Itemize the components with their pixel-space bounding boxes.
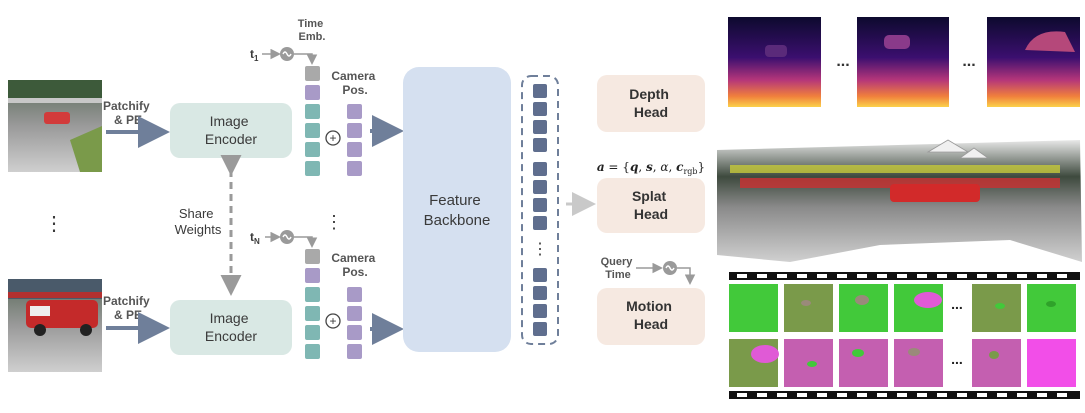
motion-film-strip: ... ... [729,272,1080,399]
motion-head [597,288,705,345]
depth-dots-2: ... [962,53,975,70]
plus-icon-bottom: + [325,313,341,329]
patchify-bottom-line1: Patchify [103,294,150,308]
share-weights-label: Share Weights [175,206,222,237]
camera-pos-label-bottom: Camera Pos. [331,251,378,279]
image-encoder-bottom [170,300,292,355]
splat-formula: a = {q, s, α, crgb} [597,160,705,176]
depth-head-label: Depth Head [629,86,673,120]
time-to-token-arrow-top [294,53,318,65]
output-token-vdots: ⋮ [532,241,548,258]
feature-backbone-label: Feature Backbone [424,192,491,229]
motion-head-label: Motion Head [626,298,676,332]
time-emb-icon-bottom [280,230,294,244]
svg-text:+: + [329,131,336,145]
depth-map-1 [728,17,821,107]
splat-head [597,178,705,233]
splat-head-label: Splat Head [632,188,670,222]
depth-dots-1: ... [836,53,849,70]
patchify-label-top: Patchify & PE [103,99,153,127]
output-token-column [533,84,547,336]
input-image-n [8,279,102,372]
patchify-top-line2: & PE [114,113,142,127]
output-token-group [521,75,559,345]
time-to-token-arrow-bottom [294,236,318,248]
query-time-icon [663,261,677,275]
svg-text:...: ... [951,351,963,367]
patchify-bottom-line2: & PE [114,308,142,322]
depth-map-2 [857,17,949,107]
svg-text:+: + [329,314,336,328]
query-to-head-arrow [677,267,696,285]
image-encoder-bottom-label: Image Encoder [205,310,257,344]
feature-backbone [403,67,511,352]
time-vdots: ⋮ [325,212,343,232]
splat-scene [717,139,1082,262]
camera-column-bottom [347,287,362,359]
t1-label: t1 [250,47,259,63]
time-emb-icon-top [280,47,294,61]
depth-head [597,75,705,132]
query-time-label: Query Time [601,256,636,281]
patchify-top-line1: Patchify [103,99,150,113]
svg-text:...: ... [951,296,963,312]
depth-map-3 [987,17,1080,107]
image-encoder-top-label: Image Encoder [205,113,257,147]
input-image-1 [8,80,102,172]
camera-column-top [347,104,362,176]
token-column-bottom [305,249,320,359]
patchify-label-bottom: Patchify & PE [103,294,153,322]
image-encoder-top [170,103,292,158]
token-column-top [305,66,320,176]
time-emb-label: Time Emb. [298,18,327,43]
plus-icon-top: + [325,130,341,146]
left-vdots: ⋮ [44,213,64,235]
tN-label: tN [250,230,260,246]
camera-pos-label-top: Camera Pos. [331,69,378,97]
